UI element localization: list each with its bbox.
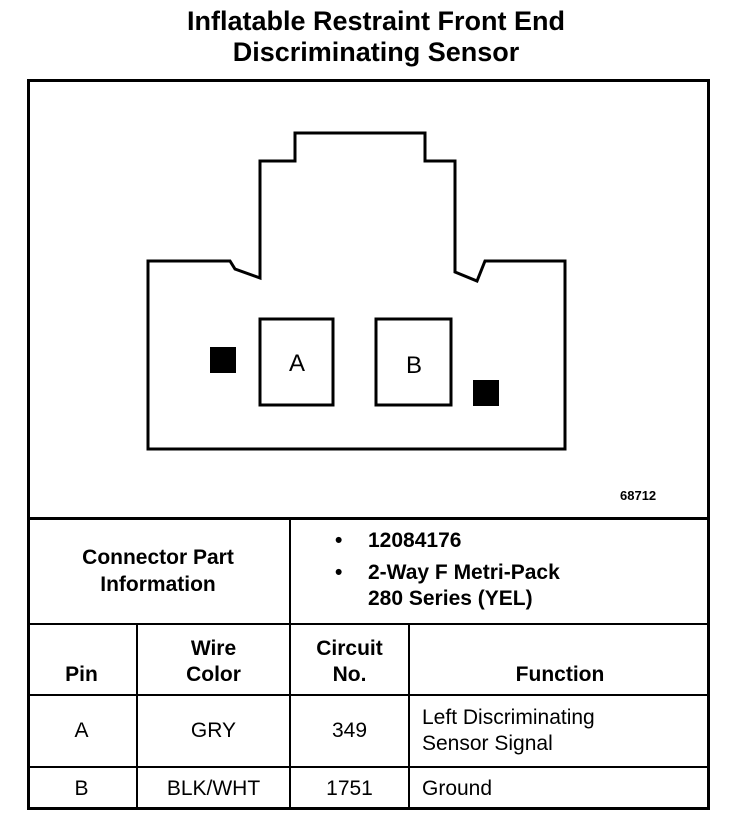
circuit-cell: 349 [289,693,410,768]
circuit-cell: 1751 [289,765,410,810]
header-wire-line-1: Wire [190,636,237,660]
header-circuit-no: Circuit No. [289,622,410,696]
connector-desc-line-2: 280 Series (YEL) [368,587,533,610]
connector-desc-line-1: 2-Way F Metri-Pack [368,561,560,584]
header-function: Function [408,622,710,696]
bullet: • [335,561,343,584]
connector-label-line-1: Connector Part [82,546,234,570]
title-line-2: Discriminating Sensor [232,37,520,67]
header-function-text: Function [515,662,605,686]
page-title: Inflatable Restraint Front End Discrimin… [0,6,752,68]
pin-cell: A [27,693,138,768]
header-circuit-line-1: Circuit [316,636,383,660]
header-pin: Pin [27,622,138,696]
polarization-key-right [473,380,499,406]
wire-color-cell: BLK/WHT [136,765,291,810]
function-line-2: Sensor Signal [422,731,553,755]
connector-label-line-2: Information [100,573,216,597]
connector-info-row: Connector Part Information • 12084176 • … [27,517,710,625]
bullet: • [335,529,343,552]
connector-diagram: A B [146,131,567,451]
pin-b-label: B [406,352,422,379]
header-wire-line-2: Color [186,662,241,686]
connector-description-item: • 2-Way F Metri-Pack 280 Series (YEL) [291,560,710,612]
connector-part-info-value: • 12084176 • 2-Way F Metri-Pack 280 Seri… [289,517,710,625]
figure-number: 68712 [620,488,657,503]
wire-color-cell: GRY [136,693,291,768]
header-pin-text: Pin [65,662,98,686]
table-row: A GRY 349 Left Discriminating Sensor Sig… [27,693,710,768]
connector-housing-outline [146,131,567,451]
pin-b-cavity [374,317,453,407]
connector-spec-table: Connector Part Information • 12084176 • … [27,517,710,810]
connector-part-info-label: Connector Part Information [27,517,291,625]
header-row: Pin Wire Color Circuit No. Function [27,622,710,696]
pin-a-cavity [258,317,335,407]
header-wire-color: Wire Color [136,622,291,696]
part-number-item: • 12084176 [291,528,710,554]
header-circuit-line-2: No. [332,662,367,686]
function-cell: Left Discriminating Sensor Signal [408,693,710,768]
part-number: 12084176 [368,529,462,552]
pin-cell: B [27,765,138,810]
function-cell: Ground [408,765,710,810]
polarization-key-left [210,347,236,373]
function-line-1: Left Discriminating [422,705,595,729]
pin-a-label: A [289,350,305,377]
table-row: B BLK/WHT 1751 Ground [27,765,710,810]
title-line-1: Inflatable Restraint Front End [186,6,566,36]
function-line-1: Ground [422,776,493,800]
